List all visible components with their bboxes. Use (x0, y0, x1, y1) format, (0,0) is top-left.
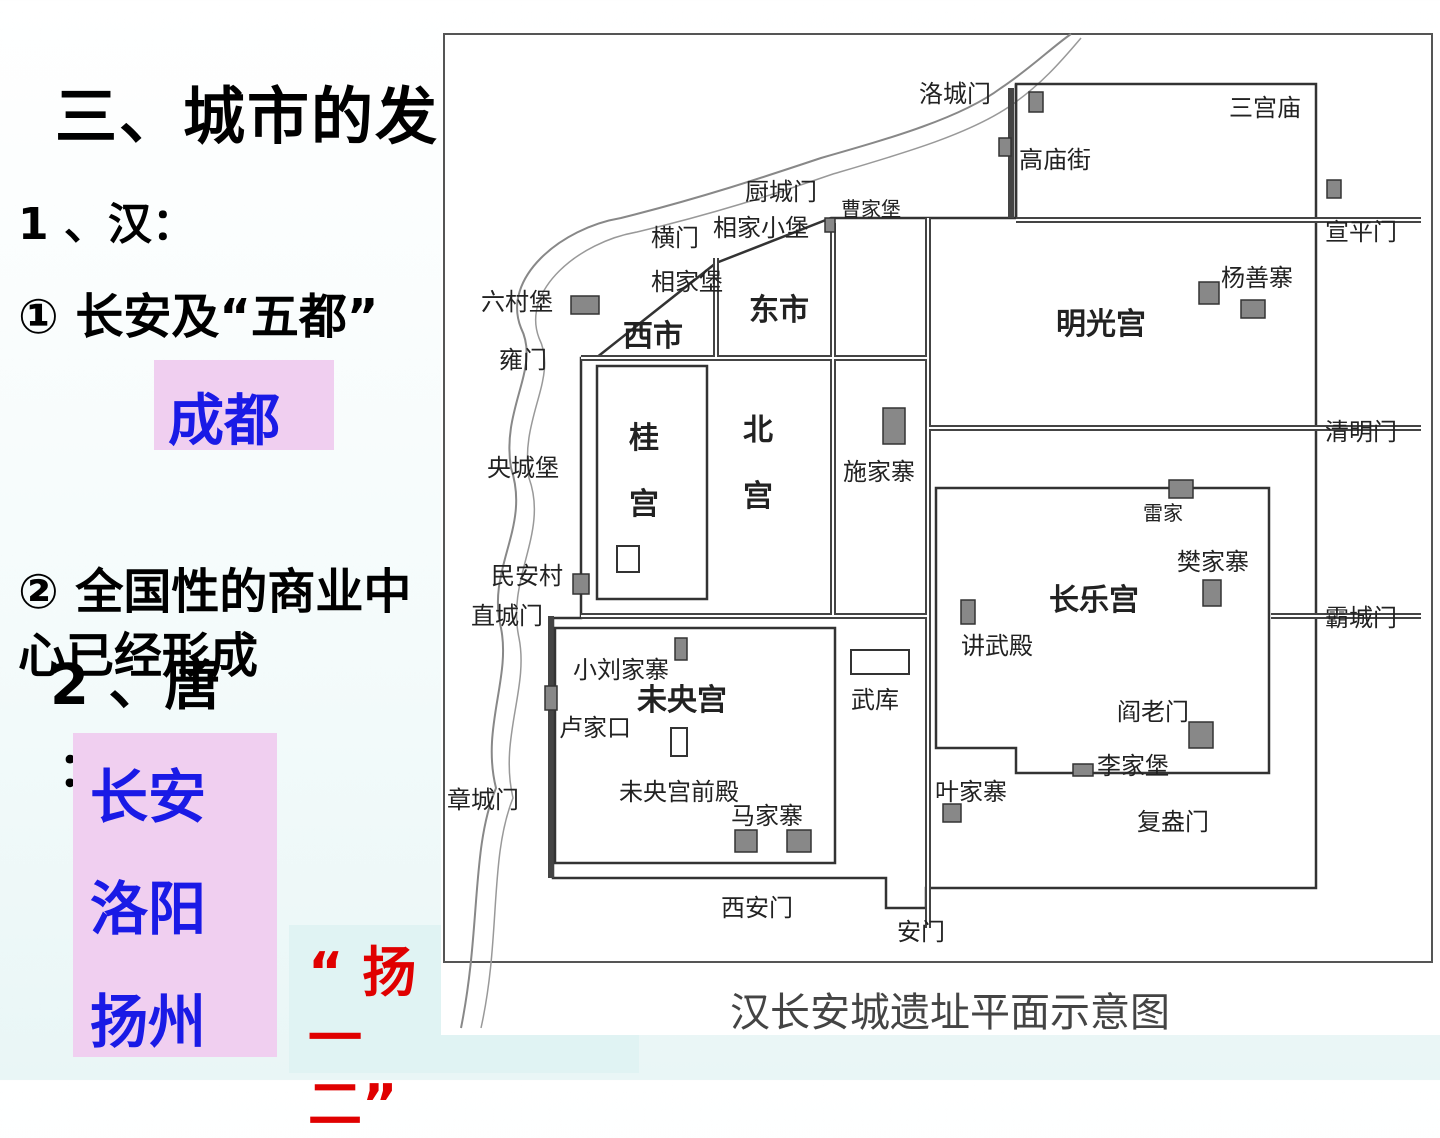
map-label: 央城堡 (487, 454, 559, 482)
map-panel: 洛城门 三宫庙 高庙街 厨城门 曹家堡 宣平门 横门 相家小堡 相家堡 六村堡 … (441, 28, 1440, 1035)
map-label: 卢家口 (559, 714, 631, 742)
map-label: 厨城门 (745, 178, 817, 206)
map-label: 雷家 (1143, 501, 1183, 525)
map-label: 武库 (851, 686, 899, 714)
map-label: 叶家寨 (935, 778, 1007, 806)
section2-heading: 2 、唐 (50, 653, 221, 718)
map-label: 三宫庙 (1229, 94, 1301, 122)
map-label: 霸城门 (1325, 604, 1397, 632)
city-changan: 长安 (90, 763, 207, 831)
map-label: 东市 (749, 293, 809, 328)
map-label: 西安门 (721, 894, 793, 922)
map-label: 雍门 (499, 346, 547, 374)
map-label: 李家堡 (1097, 752, 1169, 780)
map-label: 宣平门 (1325, 218, 1397, 246)
answer-chengdu: 成都 (168, 389, 280, 454)
map-label: 民安村 (491, 562, 563, 590)
city-yangzhou: 扬州 (90, 988, 207, 1056)
point2-text: ② 全国性的商业中心已经形成 (18, 564, 412, 684)
slide-title: 三、城市的发 (55, 80, 440, 153)
map-label: 小刘家寨 (573, 656, 669, 684)
map-label: 杨善寨 (1221, 264, 1293, 292)
map-caption: 汉长安城遗址平面示意图 (730, 990, 1170, 1036)
map-label: 讲武殿 (961, 632, 1033, 660)
map-label: 明光宫 (1056, 307, 1146, 342)
map-label: 相家堡 (651, 268, 723, 296)
map-label: 桂 (629, 421, 659, 456)
map-label: 长乐宫 (1049, 583, 1139, 618)
map-label: 复盎门 (1137, 808, 1209, 836)
map-label: 清明门 (1325, 418, 1397, 446)
changan-city-map: 洛城门 三宫庙 高庙街 厨城门 曹家堡 宣平门 横门 相家小堡 相家堡 六村堡 … (443, 33, 1433, 1029)
map-label: 未央宫 (637, 683, 727, 718)
city-luoyang: 洛阳 (90, 875, 207, 943)
map-label: 章城门 (447, 786, 519, 814)
map-label: 宫 (629, 487, 659, 522)
map-label: 北 (743, 413, 773, 448)
map-label: 阎老门 (1117, 698, 1189, 726)
section1-heading: 1 、汉： (18, 199, 196, 250)
map-label: 施家寨 (843, 458, 915, 486)
map-label: 直城门 (471, 602, 543, 630)
map-label: 横门 (651, 224, 699, 252)
map-label: 洛城门 (919, 80, 991, 108)
yangyi-text: “ 扬一二” (308, 941, 417, 1136)
map-label: 樊家寨 (1177, 548, 1249, 576)
map-label: 安门 (897, 918, 945, 946)
map-label: 高庙街 (1019, 146, 1091, 174)
map-label: 西市 (623, 319, 683, 354)
map-label: 六村堡 (481, 288, 553, 316)
map-label: 马家寨 (731, 802, 803, 830)
map-label: 相家小堡 (713, 214, 809, 242)
answer-box-chengdu (154, 360, 334, 450)
map-label: 宫 (743, 479, 773, 514)
map-label: 曹家堡 (841, 197, 901, 221)
point1-text: ① 长安及“五都” (18, 289, 379, 345)
tang-cities-box (73, 733, 277, 1057)
map-label: 未央宫前殿 (619, 778, 739, 806)
